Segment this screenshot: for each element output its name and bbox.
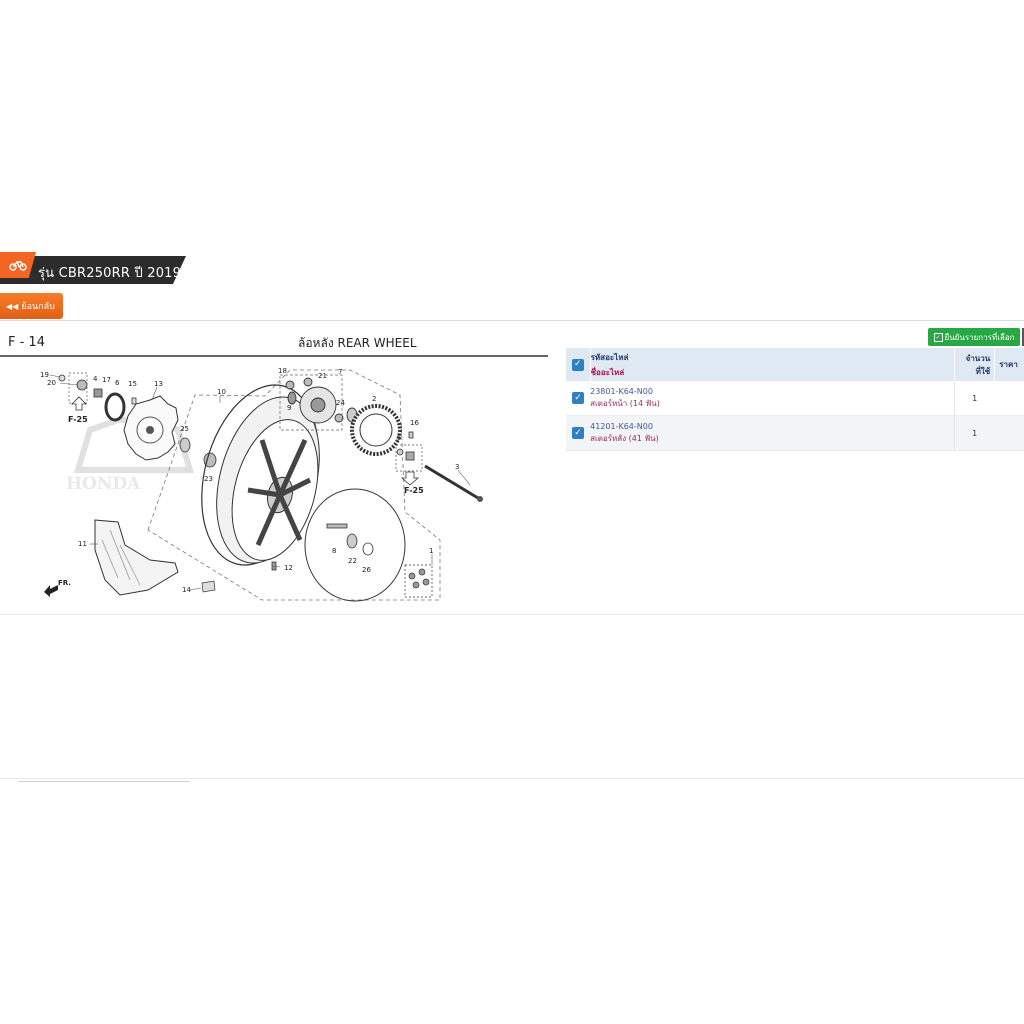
rear-tire-part: [201, 384, 320, 566]
rear-hugger-part: [94, 519, 179, 596]
honda-watermark-text: HONDA: [66, 474, 141, 494]
front-direction-arrow: FR.: [44, 579, 71, 597]
callout-20: 20: [47, 379, 56, 387]
ref-label-right: F-25: [404, 486, 424, 495]
qty-header: จำนวน ที่ใช้: [954, 348, 996, 381]
rewind-icon: ◀◀: [6, 301, 19, 311]
row-code-name-cell: 23801-K64-N00 สเตอร์หน้า (14 ฟัน): [590, 381, 955, 416]
col-qty-line1: จำนวน: [965, 353, 991, 363]
callout-23: 23: [204, 475, 213, 483]
parts-diagram: F - 14 ล้อหลัง REAR WHEEL HONDA: [0, 322, 560, 612]
callout-19: 19: [40, 371, 49, 379]
select-all-cell: ✓: [566, 348, 591, 381]
arrow-down-icon: [400, 471, 420, 486]
rear-sprocket-part: [350, 404, 402, 456]
row-qty-cell: 1: [954, 381, 995, 416]
callout-4: 4: [93, 375, 98, 383]
callout-8: 8: [332, 547, 336, 555]
callout-5: 5: [397, 434, 401, 442]
callout-2: 2: [372, 395, 376, 403]
table-row[interactable]: ✓ 41201-K64-N00 สเตอร์หลัง (41 ฟัน) 1 |: [566, 415, 1024, 451]
callout-26: 26: [362, 566, 371, 574]
leader-lines: [49, 374, 471, 591]
confirm-selection-button[interactable]: ✓ ยืนยันรายการที่เลือก: [928, 328, 1020, 346]
callout-10: 10: [217, 388, 226, 396]
parts-table: ✓ รหัสอะไหล่ ชื่ออะไหล่ จำนวน ที่ใช้ ราค…: [566, 348, 1024, 451]
callout-1: 1: [429, 547, 433, 555]
col-qty-line2: ที่ใช้: [975, 366, 991, 376]
callout-3: 3: [455, 463, 459, 471]
divider: [0, 320, 1024, 321]
callout-15: 15: [128, 380, 137, 388]
part-qty: 1: [972, 393, 978, 403]
section-divider: [0, 614, 1024, 615]
row-code-name-cell: 41201-K64-N00 สเตอร์หลัง (41 ฟัน): [590, 415, 955, 451]
hub-box: [279, 374, 343, 431]
chain-loop-part: [304, 488, 406, 602]
row-checkbox[interactable]: ✓: [572, 427, 585, 439]
arrow-up-icon: [71, 396, 87, 411]
wheel-nuts-part: [404, 564, 433, 598]
row-qty-cell: 1: [954, 415, 995, 451]
diagram-title: ล้อหลัง REAR WHEEL: [298, 336, 417, 350]
col-code-header: รหัสอะไหล่: [590, 352, 629, 362]
callout-18: 18: [278, 367, 287, 375]
part-name: สเตอร์หน้า (14 ฟัน): [590, 398, 660, 408]
motorcycle-icon: [0, 252, 36, 278]
select-all-checkbox[interactable]: ✓: [571, 358, 584, 371]
callout-21: 21: [318, 372, 327, 380]
callout-11: 11: [78, 540, 87, 548]
back-button-label: ย้อนกลับ: [21, 302, 55, 312]
model-title: รุ่น CBR250RR ปี 2019: [38, 266, 182, 281]
callout-25: 25: [180, 425, 189, 433]
back-button[interactable]: ◀◀ ย้อนกลับ: [0, 293, 63, 319]
assembly-outline: [147, 369, 441, 601]
callout-22: 22: [348, 557, 357, 565]
model-header-bar: รุ่น CBR250RR ปี 2019: [0, 252, 186, 284]
ref-label-left: F-25: [68, 415, 88, 424]
table-header-row: ✓ รหัสอะไหล่ ชื่ออะไหล่ จำนวน ที่ใช้ ราค…: [566, 348, 1024, 381]
part-name: สเตอร์หลัง (41 ฟัน): [590, 433, 659, 443]
price-header: ราคา: [994, 348, 1024, 381]
callout-7: 7: [338, 368, 342, 376]
callout-16: 16: [410, 419, 419, 427]
checkbox-icon: ✓: [933, 332, 943, 342]
row-price-cell: [994, 381, 1024, 416]
row-price-cell: |: [994, 415, 1024, 451]
part-code[interactable]: 41201-K64-N00: [590, 421, 653, 431]
callout-17: 17: [102, 376, 111, 384]
col-name-header: ชื่ออะไหล่: [590, 367, 625, 377]
row-checkbox[interactable]: ✓: [572, 392, 585, 404]
callout-6: 6: [115, 379, 120, 387]
callout-14: 14: [182, 586, 191, 594]
confirm-selection-label: ยืนยันรายการที่เลือก: [944, 332, 1015, 342]
callout-12: 12: [284, 564, 293, 572]
callout-9: 9: [287, 404, 291, 412]
callout-13: 13: [154, 380, 163, 388]
table-row[interactable]: ✓ 23801-K64-N00 สเตอร์หน้า (14 ฟัน) 1: [566, 381, 1024, 416]
col-price-header: ราคา: [999, 360, 1018, 369]
diagram-code: F - 14: [8, 335, 45, 350]
hub-assembly-part: [285, 377, 358, 424]
row-select-cell: ✓: [566, 381, 591, 416]
rear-axle-part: [424, 464, 483, 502]
footer-divider: [0, 778, 1024, 779]
code-name-header: รหัสอะไหล่ ชื่ออะไหล่: [590, 348, 955, 381]
adjacent-button-edge: [1022, 328, 1024, 346]
valve-part: [201, 580, 216, 593]
hardware-box-right: [395, 444, 423, 472]
callout-24: 24: [336, 399, 345, 407]
front-direction-label: FR.: [58, 579, 71, 587]
row-select-cell: ✓: [566, 415, 591, 451]
part-code[interactable]: 23801-K64-N00: [590, 386, 653, 396]
part-qty: 1: [972, 428, 978, 438]
brake-disc-part: [123, 395, 179, 461]
footer-subdivider: [18, 781, 190, 782]
